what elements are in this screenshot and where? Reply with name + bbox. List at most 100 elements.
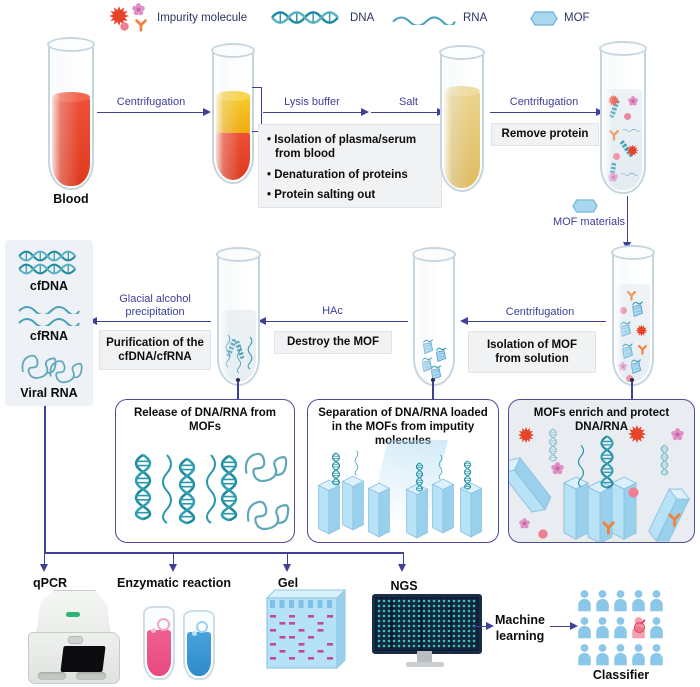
rna-squiggle-icon bbox=[352, 450, 361, 476]
legend: Impurity molecule DNA RNA MOF bbox=[0, 0, 700, 38]
classifier-label: Classifier bbox=[592, 668, 650, 682]
separation-box: Separation of DNA/RNA loaded in the MOFs… bbox=[307, 399, 499, 543]
dna-helix-icon bbox=[595, 434, 619, 490]
person-icon bbox=[595, 616, 610, 639]
person-icon bbox=[595, 643, 610, 666]
person-icon bbox=[613, 643, 628, 666]
enrich-title: MOFs enrich and protect DNA/RNA bbox=[533, 407, 670, 433]
lysis-buffer-label: Lysis buffer bbox=[284, 96, 340, 108]
blood-tube bbox=[47, 37, 95, 190]
glacial-arrow bbox=[89, 317, 211, 325]
destroy-mof-box: Destroy the MOF bbox=[274, 331, 392, 354]
centrifugation-label-3: Centrifugation bbox=[505, 306, 575, 318]
products-connector bbox=[44, 406, 46, 553]
mof-enrich-tube bbox=[611, 245, 655, 386]
bullet-1-text: Isolation of plasma/serum from blood bbox=[274, 134, 417, 161]
rna-icon bbox=[391, 12, 457, 25]
connector-dot bbox=[431, 378, 435, 382]
purification-text: Purification of the cfDNA/cfRNA bbox=[106, 336, 204, 363]
isolation-mof-box: Isolation of MOF from solution bbox=[468, 331, 596, 373]
rna-squiggle-icon bbox=[575, 444, 587, 488]
arrow-to-enzymatic bbox=[168, 552, 177, 572]
viral-rna-icon bbox=[242, 442, 290, 486]
dna-helix-icon bbox=[545, 428, 561, 462]
viral-rna-icon bbox=[244, 490, 292, 534]
person-highlighted-icon bbox=[631, 616, 646, 639]
arrow-to-ngs bbox=[398, 552, 407, 572]
bubble bbox=[192, 631, 197, 636]
precipitate-tube bbox=[216, 247, 261, 386]
bullet-2-text: Denaturation of proteins bbox=[274, 168, 408, 181]
impurity-y-icon bbox=[601, 520, 616, 535]
person-icon bbox=[613, 589, 628, 612]
hac-label: HAc bbox=[322, 305, 343, 317]
impurity-flower-icon bbox=[519, 518, 530, 529]
purification-box: Purification of the cfDNA/cfRNA bbox=[99, 330, 211, 370]
mof-pillar-icon bbox=[430, 470, 456, 542]
distribution-line bbox=[44, 552, 404, 554]
tube-glass bbox=[212, 46, 254, 184]
bullet-3-text: Protein salting out bbox=[274, 189, 376, 202]
connector-dot bbox=[630, 378, 634, 382]
bubble bbox=[151, 628, 156, 633]
connector-enrich bbox=[631, 381, 633, 400]
centrifugation-arrow-3 bbox=[460, 317, 606, 325]
plasma-tube bbox=[439, 45, 485, 192]
rna-icon bbox=[17, 302, 81, 314]
legend-mof-label: MOF bbox=[564, 12, 590, 24]
tube-glass bbox=[440, 48, 484, 192]
dna-icon bbox=[270, 9, 344, 26]
dna-helix-icon bbox=[657, 444, 672, 476]
legend-impurity-label: Impurity molecule bbox=[157, 12, 248, 24]
cfdna-label: cfDNA bbox=[29, 279, 69, 293]
rna-squiggle-icon bbox=[436, 454, 445, 480]
tube-glass bbox=[217, 250, 260, 386]
dna-helix-icon bbox=[172, 444, 202, 538]
person-icon bbox=[577, 616, 592, 639]
impurity-flower-icon bbox=[551, 462, 564, 475]
destroy-mof-text: Destroy the MOF bbox=[286, 336, 379, 349]
qpcr-button bbox=[68, 636, 83, 644]
remove-protein-box: Remove protein bbox=[491, 123, 599, 146]
ngs-monitor bbox=[372, 594, 482, 654]
qpcr-indicator-light bbox=[66, 612, 80, 617]
lysis-info-box: • Isolation of plasma/serum from blood •… bbox=[258, 124, 442, 208]
release-box: Release of DNA/RNA from MOFs bbox=[115, 399, 295, 543]
ngs-base bbox=[406, 662, 444, 667]
machine-learning-label: Machine learning bbox=[494, 613, 545, 643]
impurity-flower-icon bbox=[671, 428, 684, 441]
bullet-item: • Denaturation of proteins bbox=[267, 168, 408, 181]
arrow-to-qpcr bbox=[39, 552, 48, 572]
tube-glass bbox=[612, 248, 654, 386]
mof-pillar-icon bbox=[366, 478, 392, 542]
gel-electrophoresis bbox=[265, 588, 347, 670]
magnifier-icon bbox=[634, 622, 645, 633]
tube-rim bbox=[412, 247, 456, 262]
viral-rna-icon bbox=[47, 352, 85, 386]
salt-arrow bbox=[371, 108, 445, 116]
qpcr-slot bbox=[38, 672, 66, 680]
connector-pellet bbox=[432, 381, 434, 400]
centrifugation-arrow-2 bbox=[490, 108, 604, 116]
to-ml-arrow bbox=[472, 622, 494, 630]
person-icon bbox=[649, 643, 664, 666]
tube-glass bbox=[48, 40, 94, 190]
person-icon bbox=[595, 589, 610, 612]
pink-reagent bbox=[147, 630, 171, 676]
connector-dot bbox=[236, 378, 240, 382]
person-icon bbox=[631, 643, 646, 666]
gel-label: Gel bbox=[277, 576, 299, 590]
dna-helix-icon bbox=[328, 452, 344, 486]
qpcr-label: qPCR bbox=[32, 576, 68, 590]
viral-rna-label: Viral RNA bbox=[20, 386, 78, 400]
connector-precip bbox=[237, 381, 239, 400]
dna-icon bbox=[17, 262, 81, 276]
mof-icon bbox=[530, 11, 558, 26]
person-icon bbox=[631, 589, 646, 612]
rna-icon bbox=[17, 314, 81, 326]
person-icon bbox=[649, 589, 664, 612]
lysis-bracket bbox=[252, 87, 262, 132]
dna-helix-icon bbox=[128, 438, 158, 536]
impurity-circle-icon bbox=[537, 528, 549, 540]
